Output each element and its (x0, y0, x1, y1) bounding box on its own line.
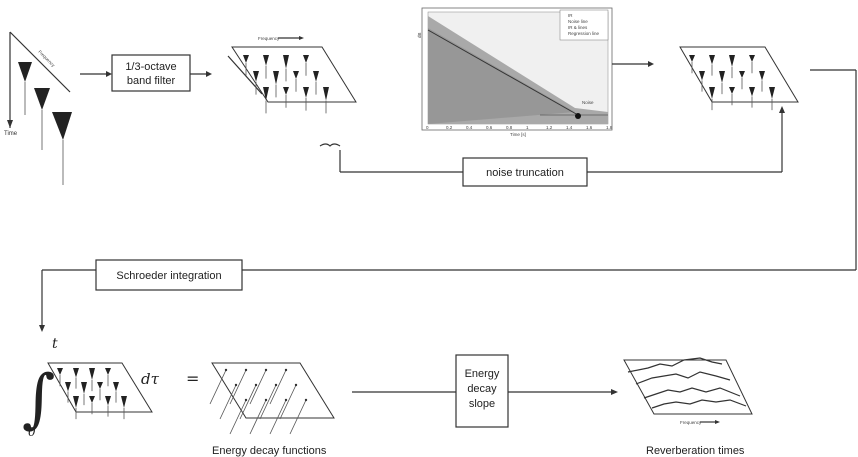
noise-truncation-box: noise truncation (462, 157, 588, 187)
reverberation-times-label: Reverberation times (646, 445, 745, 457)
frequency-axis-label-2: Frequency (258, 36, 280, 41)
band-filter-box: 1/3-octave band filter (111, 54, 191, 92)
impulse-spike (749, 55, 755, 62)
impulse-spike (57, 368, 63, 375)
decay-curve (239, 384, 257, 420)
impulse-spike (89, 368, 95, 380)
plot-xtick: 0.8 (506, 125, 513, 130)
impulse-spike (719, 71, 725, 83)
d-tau: dτ (141, 370, 160, 388)
impulse-spike (699, 71, 705, 81)
plot-xlabel: Time [s] (510, 132, 526, 137)
impulse-spike (283, 87, 289, 95)
frequency-axis-label-3: Frequency (680, 420, 702, 425)
impulse-spike (729, 55, 735, 67)
equals-sign: = (186, 369, 199, 388)
decay-curve (269, 399, 287, 435)
schroeder-integration-box: Schroeder integration (95, 259, 243, 291)
legend-entry-2: Noise line (568, 19, 588, 24)
filtered-responses-plane: Frequency (227, 36, 357, 114)
integral-expression: ∫ t 0 dτ = (22, 336, 199, 439)
impulse-spike (97, 382, 103, 389)
decay-curve (229, 399, 247, 435)
noise-truncation-label: noise truncation (486, 167, 564, 179)
impulse-spike (105, 396, 111, 406)
impulse-spike (105, 368, 111, 375)
raw-impulse-responses: Frequency Time (4, 31, 72, 185)
plot-xtick: 0.4 (466, 125, 473, 130)
impulse-spike (739, 71, 745, 78)
plot-noise-label: Noise (582, 100, 594, 105)
impulse-spike (749, 87, 755, 97)
energy-decay-functions-plane: Energy decay functions (209, 362, 335, 457)
impulse-spike (253, 71, 259, 82)
plot-xtick: 1.8 (606, 125, 613, 130)
plot-xtick: 0.2 (446, 125, 453, 130)
impulse-spike (263, 87, 269, 101)
plot-legend: IR Noise line IR & lines Regression line (559, 9, 609, 41)
impulse-spike (759, 71, 765, 81)
impulse-spike (709, 55, 715, 65)
impulse-spike (293, 71, 299, 79)
decay-curve (269, 369, 287, 405)
impulse-spike (303, 55, 309, 63)
decay-curve (249, 399, 267, 435)
plot-xtick: 1.2 (546, 125, 553, 130)
decay-curve (259, 384, 277, 420)
impulse-spike (73, 368, 79, 378)
plot-xtick: 0.6 (486, 125, 493, 130)
brace (319, 143, 341, 147)
decay-curve (229, 369, 247, 405)
plot-xtick: 1.6 (586, 125, 593, 130)
impulse-spike (303, 87, 309, 98)
impulse-spike (709, 87, 715, 99)
integral-sign: ∫ (22, 362, 55, 436)
impulse-spike (273, 71, 279, 85)
frequency-axis-label-1: Frequency (37, 49, 56, 68)
decay-curve (209, 369, 227, 405)
legend-entry-3: IR & lines (568, 25, 588, 30)
impulse-spike (323, 87, 329, 101)
integral-lower-limit: 0 (28, 425, 36, 439)
impulse-spike (81, 382, 87, 394)
decay-curve (279, 384, 297, 420)
plot-xtick: 1.4 (566, 125, 573, 130)
plot-ylabel: dB (417, 32, 422, 38)
impulse-spike (689, 55, 695, 62)
impulse-spike (89, 396, 95, 403)
impulse-spike (113, 382, 119, 392)
reverberation-times-plane: Frequency Reverberation times (623, 357, 753, 457)
band-filter-label-line-2: band filter (127, 75, 176, 87)
energy-decay-slope-line-2: decay (467, 383, 497, 395)
band-filter-label-line-1: 1/3-octave (125, 61, 176, 73)
plot-xtick: 0 (426, 125, 429, 130)
impulse-spike (313, 71, 319, 82)
energy-decay-slope-box: Energy decay slope (455, 354, 509, 428)
legend-entry-4: Regression line (568, 31, 600, 36)
energy-decay-functions-label: Energy decay functions (212, 445, 327, 457)
impulse-spike (121, 396, 127, 408)
impulse-spike (729, 87, 735, 94)
integral-upper-limit: t (52, 336, 58, 352)
decay-curve (219, 384, 237, 420)
truncated-responses-plane (679, 46, 799, 111)
decay-curve (289, 399, 307, 435)
energy-decay-slope-line-3: slope (469, 398, 495, 410)
impulse-spike (73, 396, 79, 408)
decay-curve (249, 369, 267, 405)
decay-plot: Noise IR Noise line IR & lines Regressio… (417, 7, 613, 137)
impulse-spike (769, 87, 775, 99)
impulse-spike (283, 55, 289, 69)
impulse-spike (263, 55, 269, 66)
time-axis-label: Time (4, 131, 18, 137)
plot-xtick: 1 (526, 125, 529, 130)
impulse-spike (65, 382, 71, 392)
schroeder-integration-label: Schroeder integration (116, 270, 221, 282)
impulse-spike (243, 55, 249, 63)
energy-decay-slope-line-1: Energy (465, 368, 500, 380)
legend-entry-1: IR (568, 13, 573, 18)
